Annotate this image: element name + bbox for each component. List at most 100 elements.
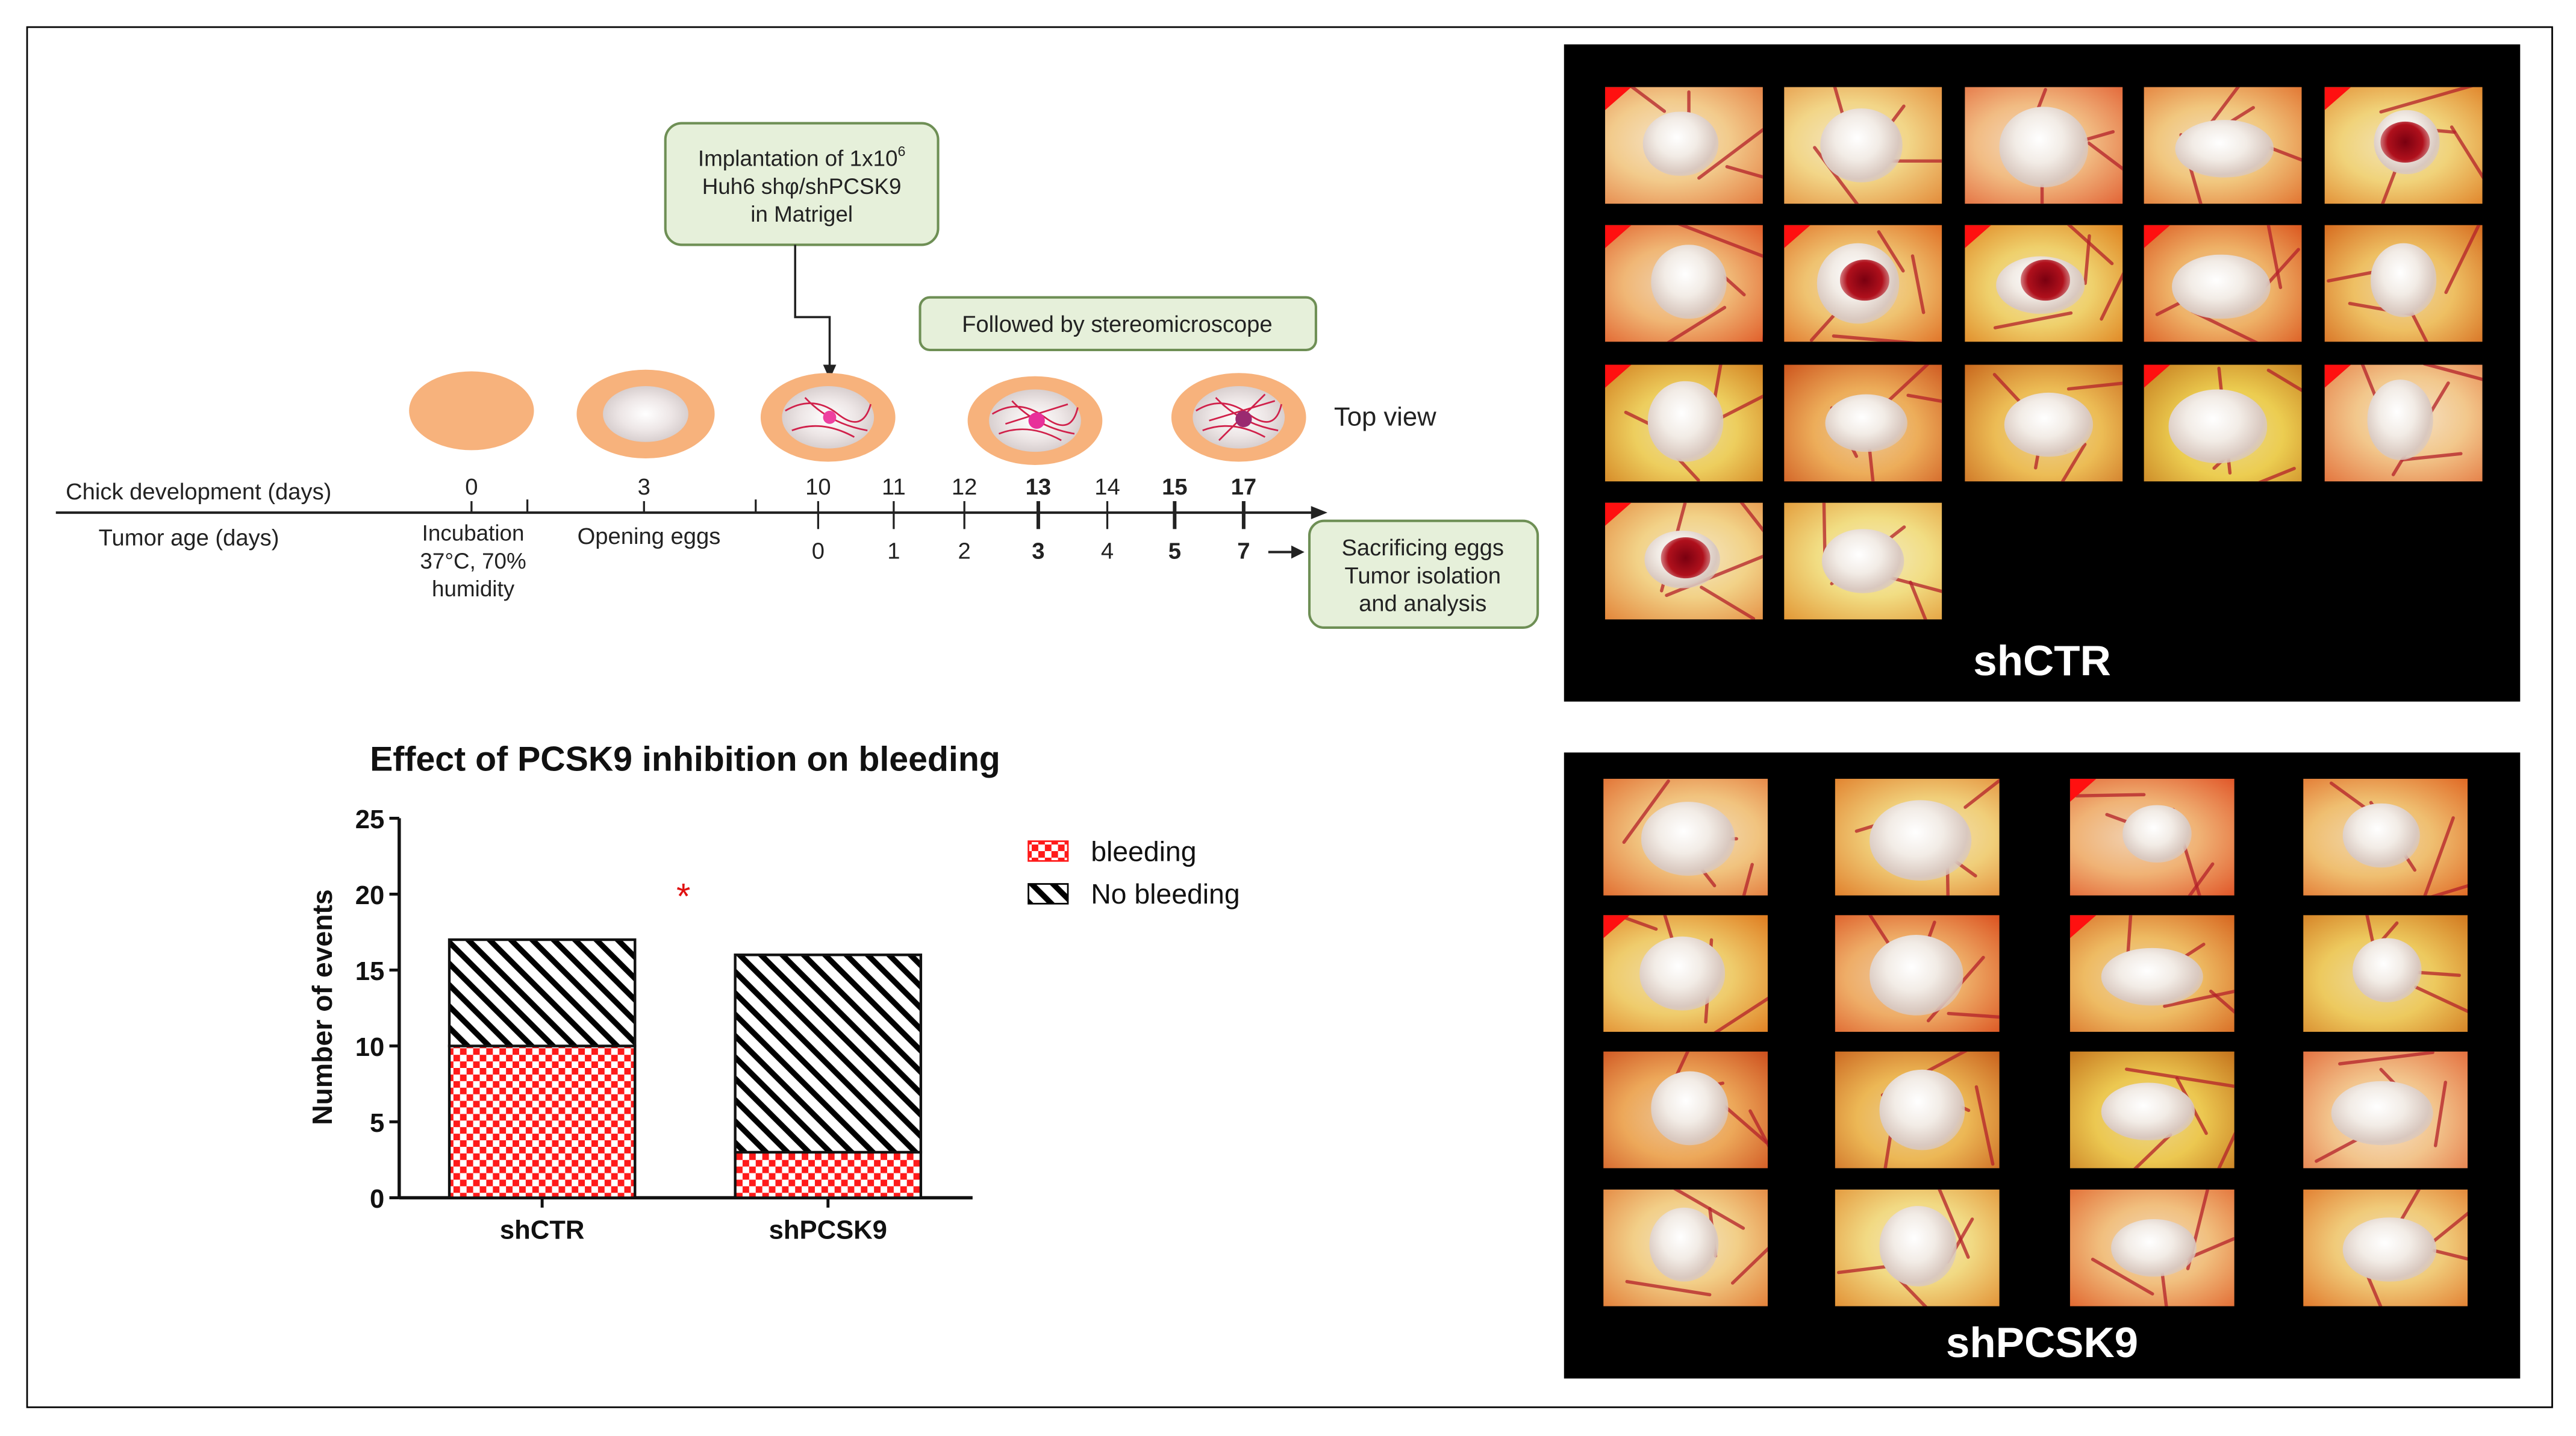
y-tick-label: 20 <box>355 881 385 910</box>
tumor-photo <box>1835 1189 2000 1306</box>
timeline-arrowhead <box>1311 506 1327 519</box>
tumor-photo <box>1603 1051 1768 1169</box>
tumor-photo <box>1965 225 2123 342</box>
opening-eggs-label: Opening eggs <box>578 523 721 549</box>
chart-bars <box>448 938 923 1199</box>
tumor-photo <box>2303 1051 2468 1169</box>
tumor-photo <box>2303 915 2468 1032</box>
x-category-label: shPCSK9 <box>769 1216 887 1245</box>
tumor-photo <box>1603 915 1768 1032</box>
egg-day-17 <box>1171 373 1306 462</box>
chick-tick-label: 14 <box>1094 474 1120 500</box>
timeline-schematic: Implantation of 1x106 Huh6 shφ/shPCSK9 i… <box>55 122 1539 629</box>
tumor-photo <box>2144 364 2302 482</box>
tumor-photo <box>2069 915 2235 1032</box>
tumor-tick-label: 0 <box>812 538 825 564</box>
y-tick-label: 15 <box>355 957 385 986</box>
tumor-tick-label: 1 <box>887 538 900 564</box>
legend-swatch-bleeding <box>1028 840 1069 862</box>
bleeding-bar-chart: Effect of PCSK9 inhibition on bleeding N… <box>307 740 1240 1245</box>
chart-legend: bleeding No bleeding <box>1028 835 1240 910</box>
chart-title: Effect of PCSK9 inhibition on bleeding <box>370 740 1000 778</box>
significance-asterisk: * <box>676 876 690 916</box>
bleeding-marker-icon <box>1605 225 1632 248</box>
tumor-tick-label: 4 <box>1101 538 1114 564</box>
egg-day-13 <box>967 376 1103 465</box>
bleeding-marker-icon <box>2069 778 2097 802</box>
tumor-tick-label: 3 <box>1032 538 1044 564</box>
tumor-photo <box>2324 364 2483 482</box>
bar-no-bleeding-shpcsk9 <box>734 954 923 1154</box>
tumor-photo <box>1784 364 1942 482</box>
tumor-photo <box>2144 87 2302 204</box>
tumor-photo <box>2069 1189 2235 1306</box>
bleeding-marker-icon <box>1605 364 1632 388</box>
bleeding-marker-icon <box>1605 87 1632 110</box>
implantation-line-3: in Matrigel <box>750 202 853 226</box>
legend-label-no-bleeding: No bleeding <box>1091 878 1240 910</box>
y-tick-label: 25 <box>355 805 385 834</box>
implantation-arrow <box>794 245 831 370</box>
legend-label-bleeding: bleeding <box>1091 835 1196 867</box>
implantation-arrowhead <box>823 364 837 380</box>
tumor-photo <box>1605 502 1763 620</box>
egg-day-0 <box>409 371 534 451</box>
shctr-panel-label: shCTR <box>1973 635 2111 685</box>
chart-x-labels: shCTR shPCSK9 <box>500 1197 887 1245</box>
chick-tick-label: 10 <box>805 474 831 500</box>
tumor-photo <box>2324 87 2483 204</box>
bleeding-marker-icon <box>2324 364 2351 388</box>
tumor-photo <box>2069 1051 2235 1169</box>
bleeding-marker-icon <box>1965 225 1991 248</box>
sacrifice-line-2: Tumor isolation <box>1344 563 1501 588</box>
bar-bleeding-shctr <box>448 1044 637 1199</box>
tumor-photo <box>1784 225 1942 342</box>
sacrifice-line-1: Sacrificing eggs <box>1341 535 1503 561</box>
chick-tick-label: 12 <box>952 474 977 500</box>
tumor-photo <box>1835 778 2000 896</box>
tumor-photo <box>1835 1051 2000 1169</box>
chick-tick-label: 11 <box>882 474 906 500</box>
tumor-photo <box>2324 225 2483 342</box>
incubation-line-3: humidity <box>432 576 515 601</box>
shpcsk9-photo-panel: shPCSK9 <box>1564 752 2521 1379</box>
tumor-photo <box>2144 225 2302 342</box>
tumor-photo <box>1603 778 1768 896</box>
tumor-photo <box>1603 1189 1768 1306</box>
tumor-photo <box>1605 87 1763 204</box>
chick-tick-label: 0 <box>465 474 478 500</box>
tumor-photo <box>1605 225 1763 342</box>
tumor-photo <box>1784 87 1942 204</box>
bleeding-marker-icon <box>1605 502 1632 526</box>
tumor-photo <box>1784 502 1942 620</box>
sacrifice-arrow <box>1291 545 1305 559</box>
chick-development-label: Chick development (days) <box>66 479 331 505</box>
top-view-label: Top view <box>1334 402 1436 431</box>
y-tick-label: 10 <box>355 1032 385 1062</box>
tumor-tick-label: 5 <box>1168 538 1181 564</box>
bleeding-marker-icon <box>2144 364 2171 388</box>
tumor-photo <box>1965 364 2123 482</box>
legend-swatch-no-bleeding <box>1028 883 1069 905</box>
chick-tick-label: 17 <box>1231 474 1256 500</box>
tumor-photo <box>1835 915 2000 1032</box>
followed-box <box>918 296 1317 352</box>
tumor-photo <box>2303 1189 2468 1306</box>
x-category-label: shCTR <box>500 1216 585 1245</box>
followed-text: Followed by stereomicroscope <box>962 311 1273 337</box>
egg-day-10 <box>760 373 896 462</box>
y-tick-label: 0 <box>370 1184 384 1214</box>
bleeding-marker-icon <box>2144 225 2171 248</box>
implantation-line-1: Implantation of 1x106 <box>698 143 905 170</box>
sacrifice-box <box>1308 519 1539 629</box>
y-tick-label: 5 <box>370 1108 384 1138</box>
sacrifice-line-3: and analysis <box>1359 591 1486 617</box>
bar-no-bleeding-shctr <box>448 938 637 1047</box>
chick-tick-label: 3 <box>638 474 650 500</box>
incubation-line-1: Incubation <box>422 520 525 545</box>
figure-frame <box>26 26 2553 1408</box>
bleeding-marker-icon <box>2324 87 2351 110</box>
